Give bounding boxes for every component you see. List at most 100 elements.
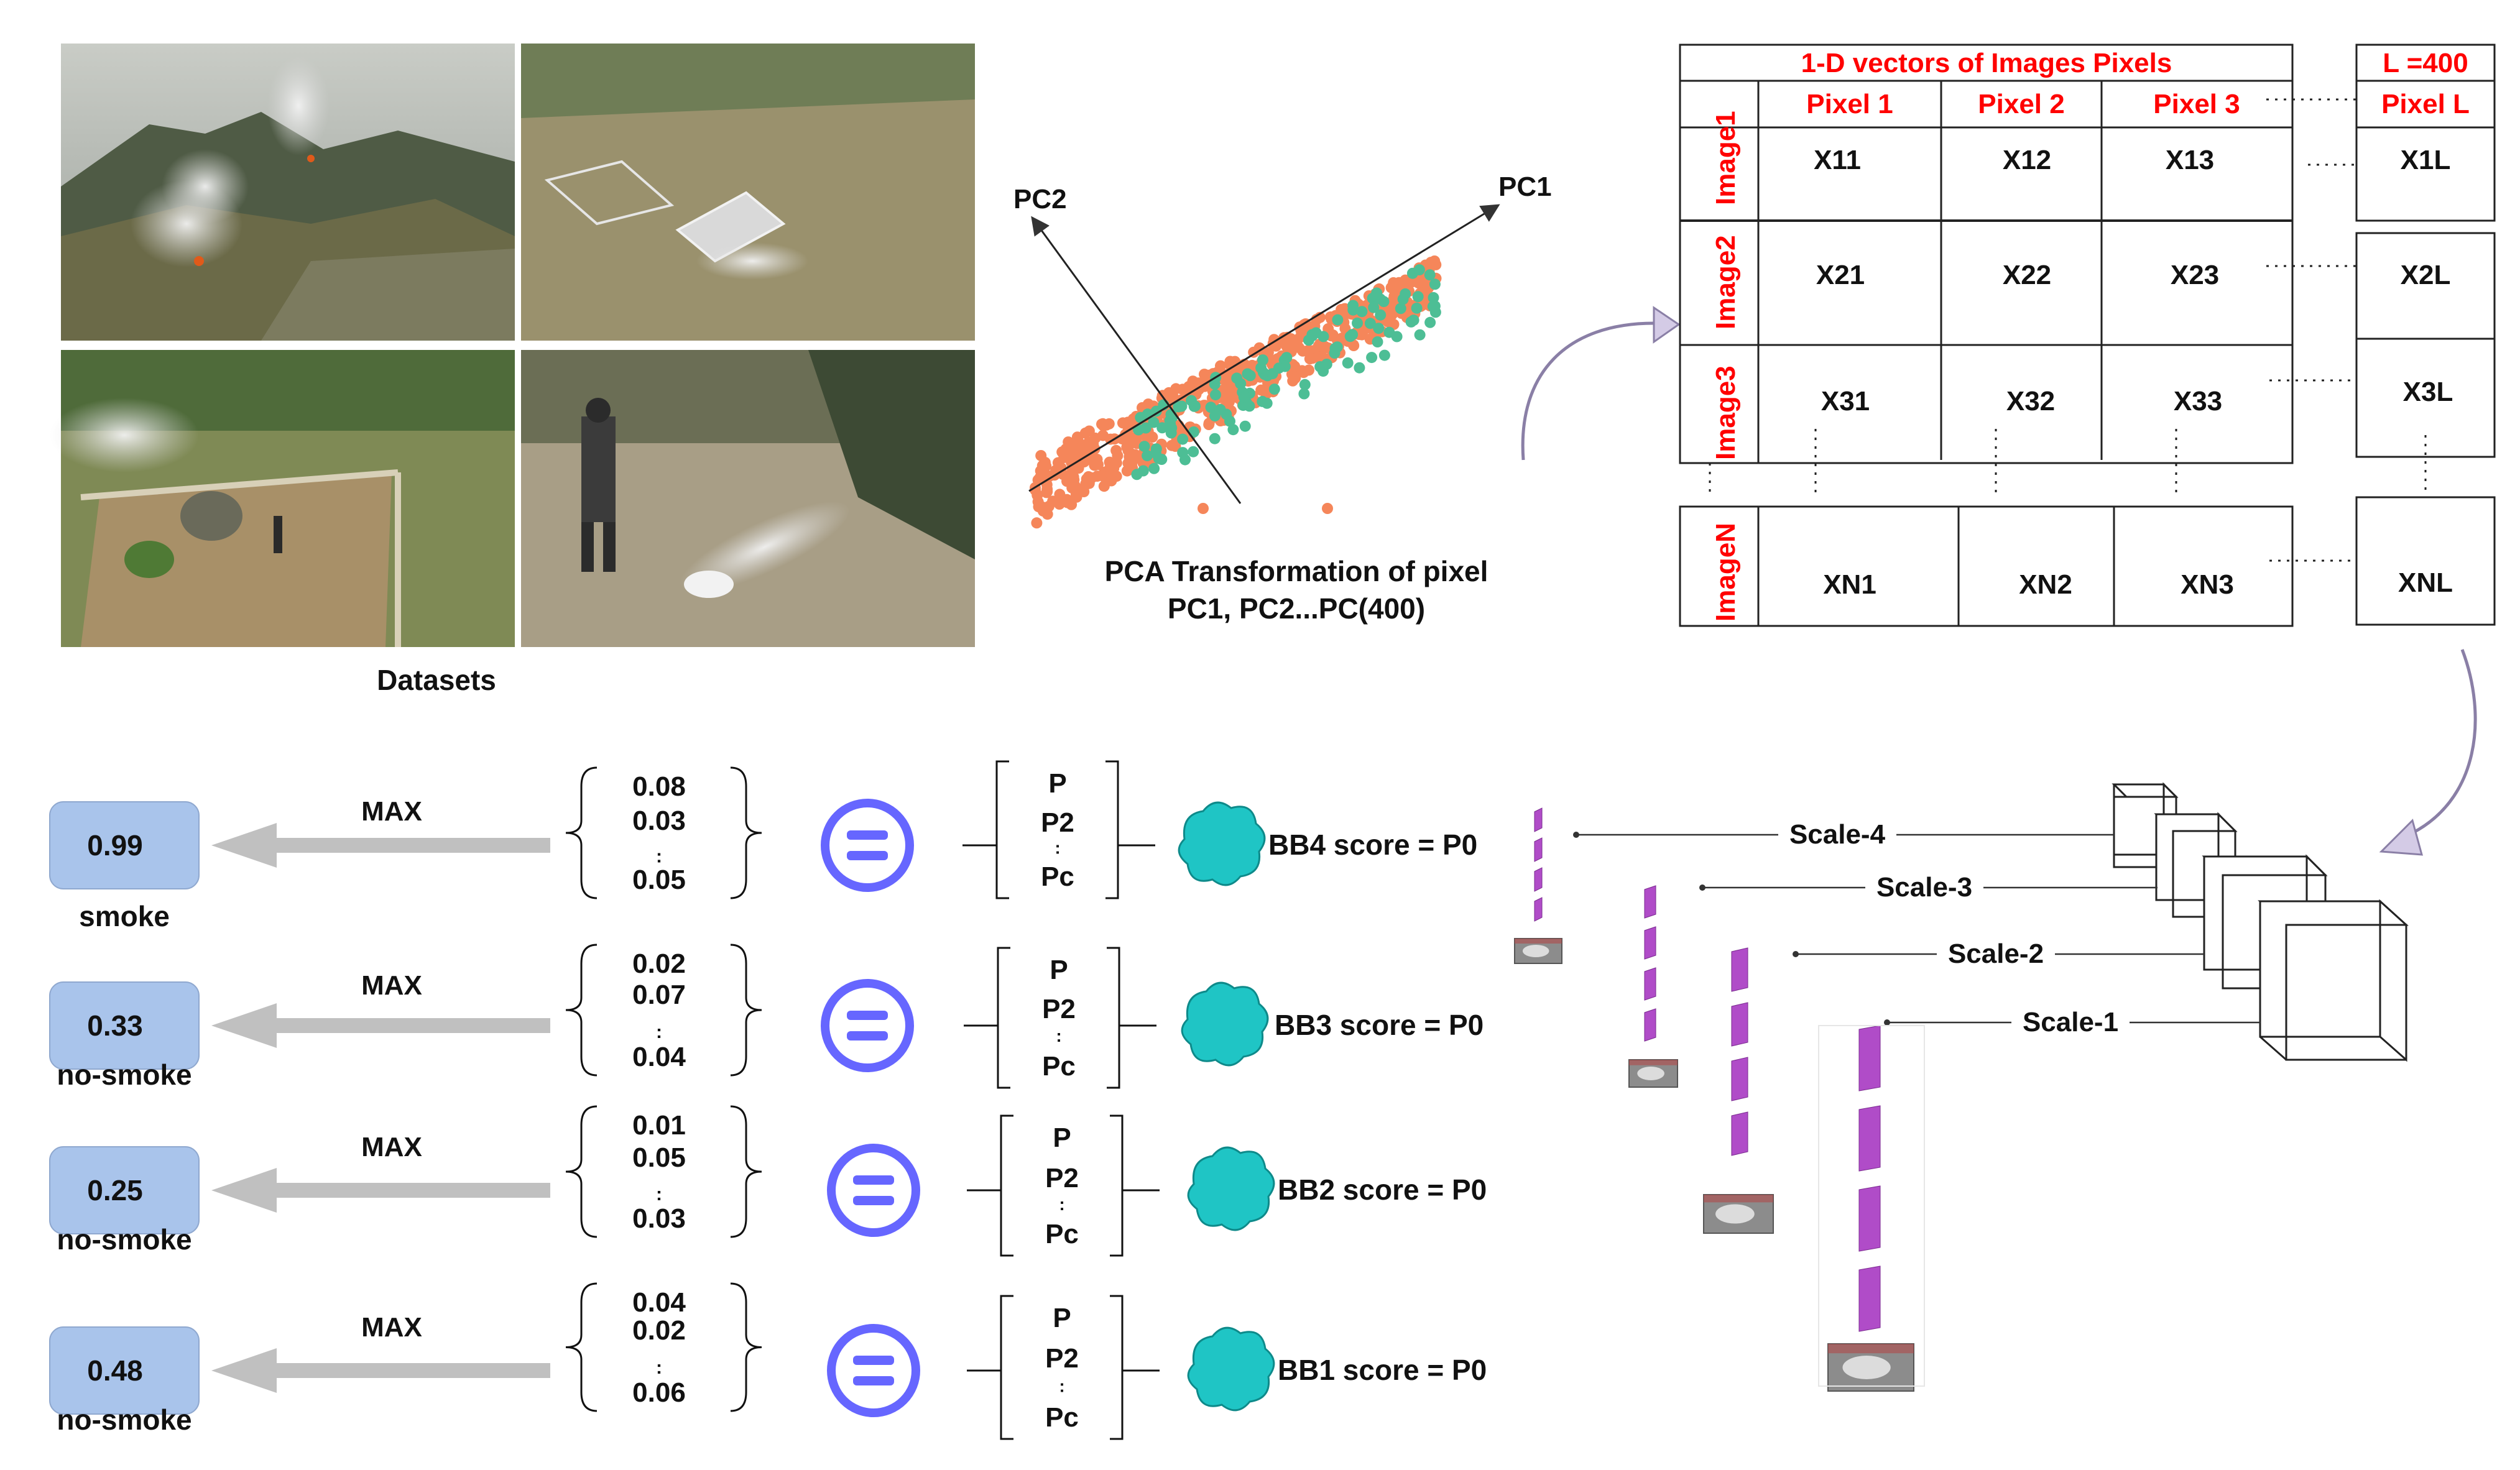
matrix-cell: X21 — [1816, 260, 1865, 290]
left-brace — [565, 944, 598, 1077]
feature-bar — [1534, 837, 1543, 862]
right-brace — [730, 1282, 762, 1412]
probability-ellipsis: : — [1056, 1026, 1061, 1045]
thumbnail-smoke — [1715, 1204, 1755, 1224]
probability-label: P — [1053, 1123, 1071, 1153]
datasets-caption: Datasets — [377, 664, 496, 696]
scatter-point — [1031, 517, 1043, 529]
vector-ellipsis: : — [656, 1184, 662, 1205]
scatter-point — [1086, 472, 1097, 484]
scatter-point — [1427, 301, 1439, 313]
curved-arrow-to-matrix — [1521, 321, 1655, 461]
scatter-point — [1205, 402, 1217, 413]
scatter-point — [1238, 391, 1250, 403]
scatter-point — [1391, 331, 1403, 342]
probability-label: P2 — [1045, 1343, 1079, 1374]
matrix-cell: X31 — [1821, 386, 1870, 416]
result-value: 0.48 — [87, 1354, 143, 1387]
equals-bar — [853, 1356, 894, 1365]
result-value: 0.99 — [87, 829, 143, 861]
matrix-ellipsis — [1709, 429, 2427, 497]
feature-bar — [1644, 926, 1656, 960]
probability-ellipsis: : — [1059, 1377, 1064, 1396]
scatter-point — [1032, 496, 1044, 508]
pc2-axis — [1031, 216, 1242, 504]
row-label: Image2 — [1710, 235, 1741, 329]
cloud-icon — [1181, 981, 1269, 1067]
scatter-point — [1071, 491, 1082, 503]
scatter-point — [1424, 269, 1436, 281]
feature-bar — [1858, 1105, 1881, 1172]
scatter-point — [1347, 304, 1359, 316]
scatter-point — [1199, 369, 1210, 380]
probability-label: Pc — [1042, 1051, 1076, 1082]
probability-label: P2 — [1041, 807, 1074, 838]
cloud-icon — [1178, 801, 1266, 886]
result-box — [49, 801, 200, 889]
scatter-point — [1244, 370, 1256, 382]
equals-icon — [821, 979, 914, 1072]
scatter-point — [1227, 424, 1239, 436]
scatter-point — [1289, 361, 1301, 372]
right-brace — [730, 1105, 762, 1238]
max-label: MAX — [361, 1312, 422, 1343]
dataset-photo — [50, 350, 515, 647]
probability-label: P2 — [1042, 994, 1076, 1024]
scatter-point — [1342, 357, 1354, 369]
probability-label: Pc — [1041, 861, 1074, 892]
scatter-point — [1110, 471, 1122, 482]
max-arrow-head — [211, 1003, 277, 1048]
scale-cube — [2258, 899, 2409, 1062]
vector-value: 0.02 — [632, 949, 686, 979]
feature-frame — [1818, 1025, 1925, 1387]
matrix-cell-last: XNL — [2398, 567, 2453, 598]
right-bracket — [1105, 760, 1119, 899]
equals-bar — [853, 1376, 894, 1385]
scatter-point — [1198, 503, 1209, 514]
scatter-point — [1257, 354, 1268, 366]
scatter-point — [1058, 452, 1070, 463]
feature-bar — [1534, 867, 1543, 892]
scatter-point — [1375, 293, 1387, 305]
pca-caption-line2: PC1, PC2...PC(400) — [1168, 592, 1425, 625]
result-box — [49, 1326, 200, 1415]
scatter-point — [1413, 264, 1425, 276]
scatter-point — [1135, 411, 1147, 423]
scale-label: Scale-1 — [2023, 1007, 2118, 1037]
scatter-point — [1303, 364, 1314, 376]
matrix-cell: X32 — [2006, 386, 2055, 416]
scatter-point — [1318, 331, 1329, 342]
vector-ellipsis: : — [656, 847, 662, 867]
scatter-point — [1210, 389, 1221, 401]
class-label: smoke — [79, 900, 170, 932]
left-bracket — [1000, 1114, 1013, 1257]
probability-label: P — [1050, 955, 1068, 985]
class-label: no-smoke — [57, 1059, 192, 1091]
thumbnail-smoke — [1637, 1067, 1664, 1080]
feature-bar — [1731, 1111, 1748, 1156]
scatter-point — [1273, 362, 1285, 374]
row-label: ImageN — [1710, 523, 1741, 622]
scale-cubes — [2112, 782, 2409, 1062]
vector-ellipsis: : — [656, 1357, 662, 1378]
scale-line-ends — [1573, 832, 1890, 1026]
scatter-point — [1405, 316, 1417, 328]
scatter-point — [1131, 469, 1143, 480]
max-label: MAX — [361, 1132, 422, 1162]
probability-label: Pc — [1045, 1402, 1079, 1433]
equals-bar — [847, 830, 888, 840]
probability-ellipsis: : — [1059, 1195, 1064, 1214]
left-bracket — [995, 760, 1009, 899]
scatter-point — [1166, 422, 1178, 434]
scatter-point — [1354, 362, 1365, 374]
matrix-cell-last: X1L — [2401, 145, 2451, 175]
feature-bar — [1858, 1025, 1881, 1091]
dataset-photo — [521, 350, 975, 647]
equals-icon — [827, 1324, 920, 1417]
vector-value: 0.04 — [632, 1042, 686, 1072]
dataset-photos — [50, 44, 975, 647]
